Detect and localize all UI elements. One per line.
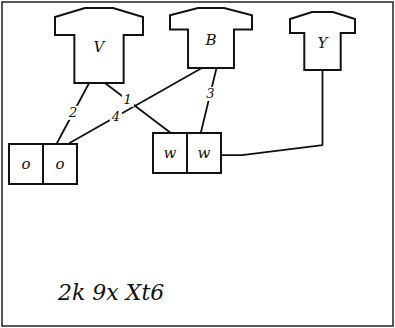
cross-line [222, 70, 323, 155]
shirt-label: Y [290, 36, 355, 51]
edge-number: 3 [204, 86, 216, 100]
shirt-label: B [170, 33, 252, 48]
allele-label: w [154, 134, 186, 172]
allele-label: w [186, 134, 220, 172]
shirt-node: B [170, 8, 252, 68]
cross-line [201, 68, 217, 132]
cross-line [105, 83, 170, 132]
shirt-node: V [55, 8, 143, 83]
edge-number: 1 [121, 93, 133, 107]
allele-label: o [10, 145, 42, 183]
genotype-box: oo [8, 143, 78, 185]
shirt-label: V [55, 40, 143, 55]
edge-number: 4 [110, 110, 122, 124]
edge-number: 2 [67, 106, 79, 120]
genotype-box: ww [152, 132, 222, 174]
frame-border [2, 2, 393, 326]
allele-label: o [42, 145, 76, 183]
note-text: 2k 9x Xt6 [58, 280, 164, 305]
shirt-node: Y [290, 12, 355, 70]
